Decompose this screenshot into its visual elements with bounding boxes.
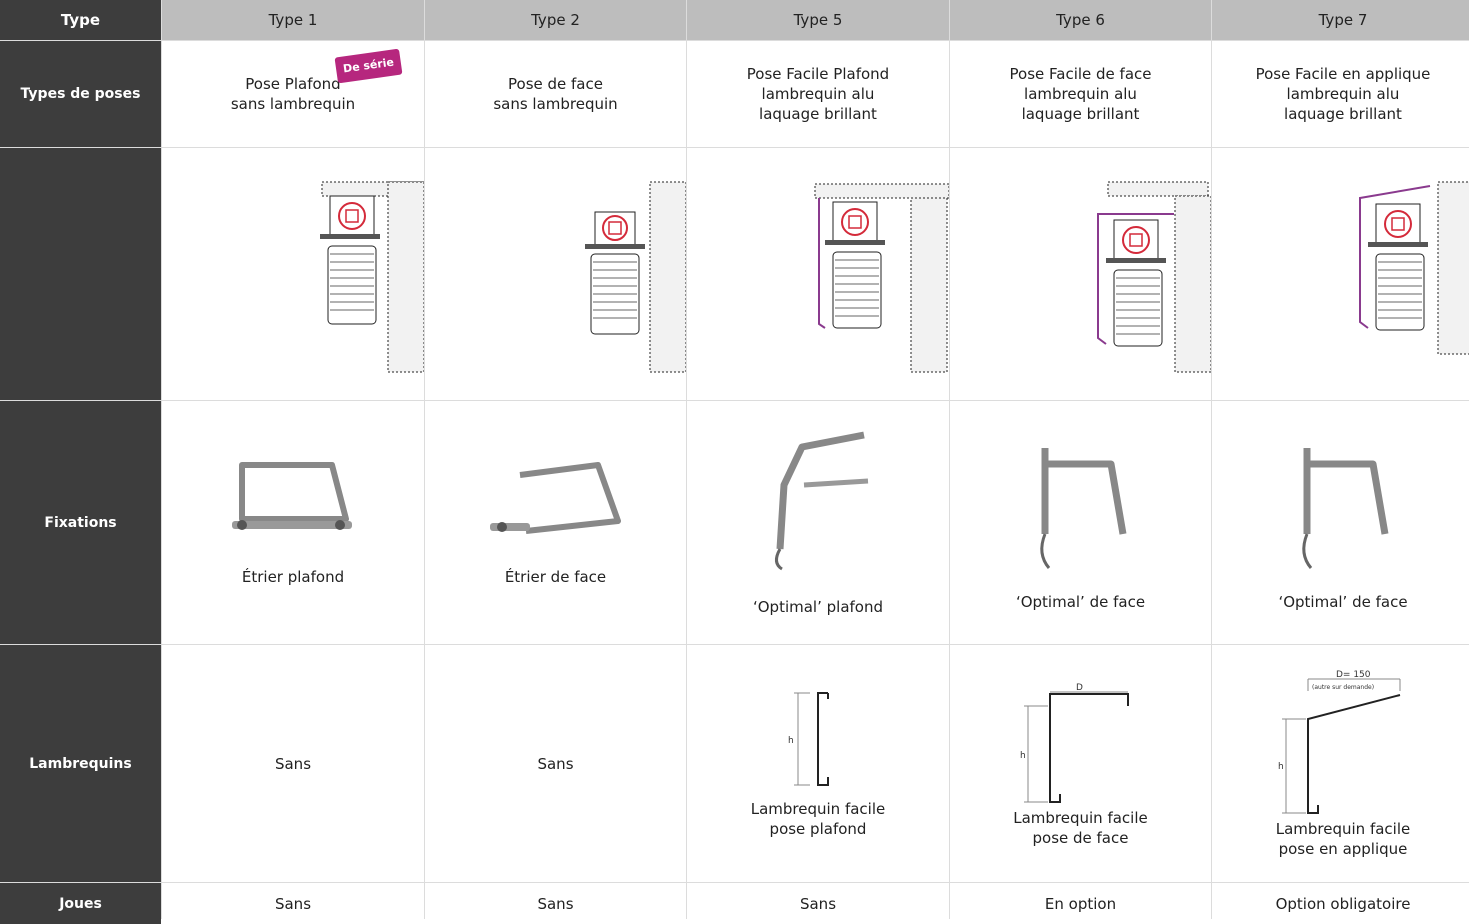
lambrequin-label: Lambrequin facile [1275, 819, 1411, 838]
dimension-h-label: h [1020, 751, 1026, 761]
joues-cell-type-2: Sans [425, 883, 686, 924]
pose-cell-type-2: Pose de face sans lambrequin [425, 41, 686, 147]
fixation-label: ‘Optimal’ de face [1278, 592, 1408, 611]
joues-cell-type-5: Sans [687, 883, 949, 924]
pose-label-line: laquage brillant [759, 105, 877, 123]
lambrequin-cell-type-1: Sans [162, 645, 424, 882]
pose-label-line: sans lambrequin [230, 95, 356, 113]
schema-cell-type-1 [162, 148, 424, 400]
fixation-cell-type-5: ‘Optimal’ plafond [687, 401, 949, 644]
fixation-label: ‘Optimal’ plafond [752, 597, 884, 616]
etrier-de-face-image [489, 461, 621, 534]
pose-label-line: laquage brillant [1284, 105, 1402, 123]
fixation-cell-type-7: ‘Optimal’ de face [1212, 401, 1469, 644]
lambrequin-de-face-profile: D h [1020, 683, 1130, 803]
row-header-types-de-poses: Types de poses [0, 41, 161, 147]
row-header-fixations: Fixations [0, 401, 161, 644]
pose-cell-type-1: De série Pose Plafond sans lambrequin [162, 41, 424, 147]
pose-label-line: Pose Facile Plafond [746, 65, 890, 83]
lambrequin-label: pose plafond [769, 819, 867, 838]
schema-cell-type-2 [425, 148, 686, 400]
joues-cell-type-6: En option [950, 883, 1211, 924]
fixation-cell-type-1: Étrier plafond [162, 401, 424, 644]
schema-cell-type-7 [1212, 148, 1469, 400]
pose-label-line: lambrequin alu [1286, 85, 1400, 103]
lambrequin-label: Sans [274, 754, 312, 773]
pose-label-line: laquage brillant [1021, 105, 1140, 123]
pose-cell-type-6: Pose Facile de face lambrequin alu laqua… [950, 41, 1211, 147]
lambrequin-en-applique-profile: D= 150 (autre sur demande) h [1278, 670, 1401, 814]
lambrequin-label: pose en applique [1278, 839, 1408, 858]
pose-facile-en-applique-diagram [1359, 181, 1469, 355]
fixation-cell-type-2: Étrier de face [425, 401, 686, 644]
pose-facile-de-face-diagram [1097, 181, 1211, 373]
lambrequin-label: Lambrequin facile [750, 799, 886, 818]
pose-label-line: Pose Facile de face [1009, 65, 1152, 83]
optimal-de-face-image [1039, 447, 1126, 569]
corner-header: Type [0, 0, 161, 40]
pose-label-line: Pose Plafond [245, 75, 341, 93]
schema-cell-type-6 [950, 148, 1211, 400]
dimension-d-label: D= 150 [1336, 670, 1371, 680]
col-header-type-6: Type 6 [950, 0, 1211, 40]
pose-label-line: Pose Facile en applique [1255, 65, 1431, 83]
col-header-type-5: Type 5 [687, 0, 949, 40]
optimal-de-face-image [1302, 447, 1389, 569]
col-header-type-2: Type 2 [425, 0, 686, 40]
pose-de-face-diagram [585, 181, 686, 373]
lambrequin-cell-type-7: D= 150 (autre sur demande) h Lambrequin … [1212, 645, 1469, 882]
dimension-h-label: h [788, 736, 794, 746]
pose-cell-type-5: Pose Facile Plafond lambrequin alu laqua… [687, 41, 949, 147]
fixation-cell-type-6: ‘Optimal’ de face [950, 401, 1211, 644]
lambrequin-label: Lambrequin facile [1013, 808, 1148, 827]
optimal-plafond-image [775, 431, 869, 570]
lambrequin-cell-type-6: D h Lambrequin facile pose de face [950, 645, 1211, 882]
lambrequin-label: Sans [537, 754, 574, 773]
dimension-d-label: D [1076, 683, 1083, 693]
de-serie-badge: De série [334, 48, 403, 84]
col-header-type-1: Type 1 [162, 0, 424, 40]
fixation-label: ‘Optimal’ de face [1015, 592, 1146, 611]
dimension-h-label: h [1278, 762, 1284, 772]
etrier-plafond-image [232, 461, 352, 530]
pose-plafond-diagram [320, 181, 424, 373]
lambrequin-label: pose de face [1032, 828, 1129, 847]
fixation-label: Étrier plafond [241, 567, 345, 586]
row-header-lambrequins: Lambrequins [0, 645, 161, 882]
pose-label-line: Pose de face [508, 75, 603, 93]
pose-label-line: lambrequin alu [1024, 85, 1137, 103]
row-header-schema [0, 148, 161, 400]
pose-label-line: sans lambrequin [493, 95, 618, 113]
row-header-joues: Joues [0, 883, 161, 924]
pose-cell-type-7: Pose Facile en applique lambrequin alu l… [1212, 41, 1469, 147]
pose-label-line: lambrequin alu [761, 85, 875, 103]
col-header-type-7: Type 7 [1212, 0, 1469, 40]
joues-cell-type-1: Sans [162, 883, 424, 924]
joues-cell-type-7: Option obligatoire [1212, 883, 1469, 924]
lambrequin-cell-type-2: Sans [425, 645, 686, 882]
dimension-note-label: (autre sur demande) [1312, 684, 1374, 691]
lambrequin-cell-type-5: h Lambrequin facile pose plafond [687, 645, 949, 882]
fixation-label: Étrier de face [504, 567, 607, 586]
pose-facile-plafond-diagram [814, 183, 949, 373]
lambrequin-plafond-profile: h [788, 691, 829, 786]
schema-cell-type-5 [687, 148, 949, 400]
